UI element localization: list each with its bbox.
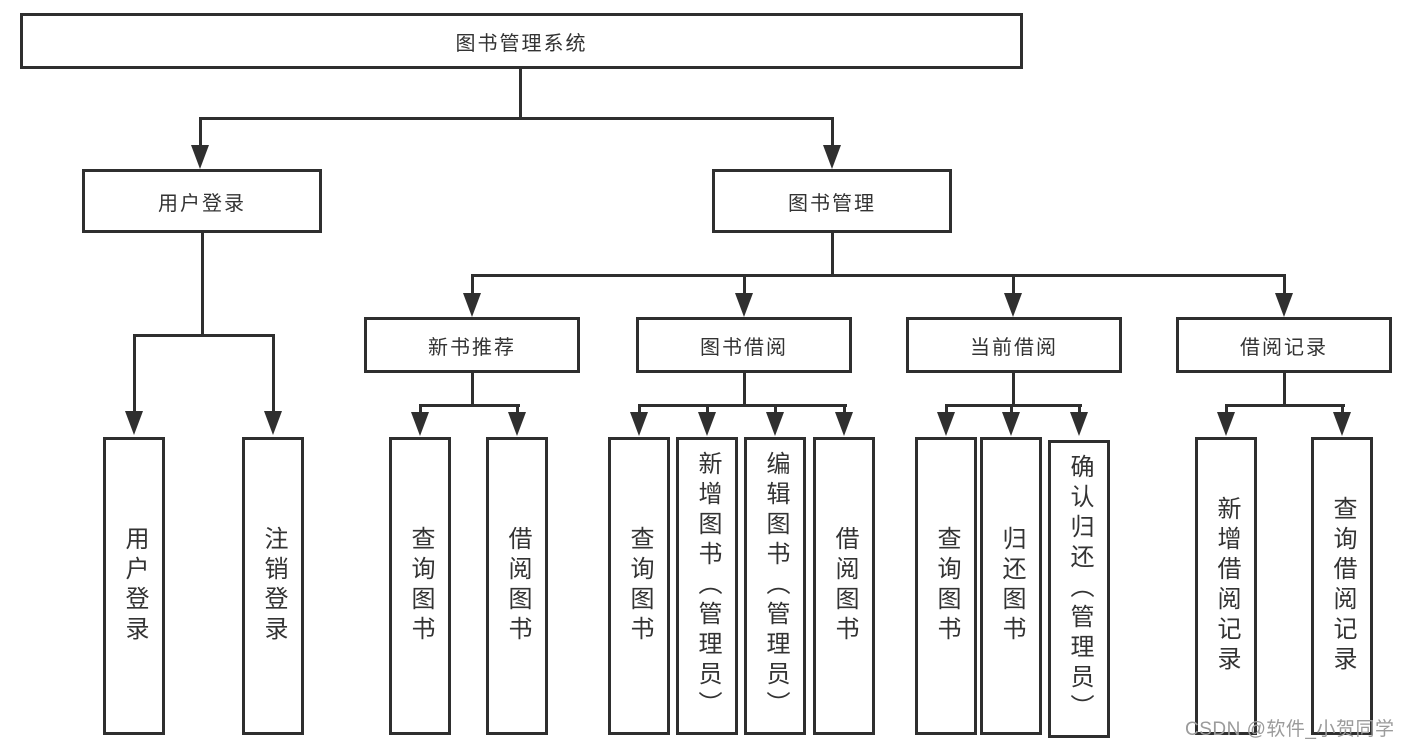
- node-library-system: 图书管理系统: [20, 13, 1023, 69]
- arrowhead-down-icon: [191, 145, 209, 169]
- connector-drop: [1010, 404, 1013, 415]
- arrowhead-down-icon: [1002, 412, 1020, 436]
- connector-drop: [1078, 404, 1081, 415]
- connector-user-login-bus: [133, 334, 275, 337]
- connector-drop: [774, 404, 777, 415]
- connector-current-borrow-bus: [945, 404, 1082, 407]
- node-current-borrow: 当前借阅: [906, 317, 1122, 373]
- leaf-bb-add-books-admin: 新增图书（管理员）: [676, 437, 738, 735]
- connector-new-books-stub: [471, 373, 474, 406]
- watermark: CSDN @软件_小贺同学: [1185, 719, 1395, 740]
- connector-drop: [419, 404, 422, 415]
- node-new-books: 新书推荐: [364, 317, 580, 373]
- arrowhead-down-icon: [823, 145, 841, 169]
- connector-drop: [1225, 404, 1228, 415]
- connector-drop-user-login: [199, 117, 202, 147]
- arrowhead-down-icon: [835, 412, 853, 436]
- connector-drop-book-borrow: [743, 274, 746, 296]
- arrowhead-down-icon: [1217, 412, 1235, 436]
- connector-drop-new-books: [471, 274, 474, 296]
- arrowhead-down-icon: [735, 293, 753, 317]
- connector-drop-leaf-logout: [272, 334, 275, 412]
- leaf-br-add-record: 新增借阅记录: [1195, 437, 1257, 735]
- leaf-cb-confirm-return-admin: 确认归还（管理员）: [1048, 440, 1110, 738]
- connector-root-stub: [519, 69, 522, 118]
- leaf-bb-query-books: 查询图书: [608, 437, 670, 735]
- connector-drop: [945, 404, 948, 415]
- arrowhead-down-icon: [1275, 293, 1293, 317]
- arrowhead-down-icon: [630, 412, 648, 436]
- leaf-user-login: 用户登录: [103, 437, 165, 735]
- leaf-cb-query-books: 查询图书: [915, 437, 977, 735]
- connector-new-books-bus: [419, 404, 520, 407]
- connector-book-mgmt-stub: [831, 233, 834, 277]
- leaf-nb-query-books: 查询图书: [389, 437, 451, 735]
- arrowhead-down-icon: [411, 412, 429, 436]
- connector-book-borrow-bus: [638, 404, 847, 407]
- connector-drop-book-mgmt: [831, 117, 834, 147]
- connector-drop: [1341, 404, 1344, 415]
- arrowhead-down-icon: [508, 412, 526, 436]
- connector-borrow-records-bus: [1225, 404, 1345, 407]
- leaf-logout: 注销登录: [242, 437, 304, 735]
- arrowhead-down-icon: [1070, 412, 1088, 436]
- leaf-br-query-record: 查询借阅记录: [1311, 437, 1373, 735]
- leaf-nb-borrow-books: 借阅图书: [486, 437, 548, 735]
- arrowhead-down-icon: [264, 411, 282, 435]
- connector-drop: [843, 404, 846, 415]
- connector-borrow-records-stub: [1283, 373, 1286, 406]
- node-book-mgmt: 图书管理: [712, 169, 952, 233]
- connector-drop-current-borrow: [1012, 274, 1015, 296]
- leaf-bb-edit-books-admin: 编辑图书（管理员）: [744, 437, 806, 735]
- node-borrow-records: 借阅记录: [1176, 317, 1392, 373]
- connector-drop-leaf-login: [133, 334, 136, 412]
- arrowhead-down-icon: [125, 411, 143, 435]
- arrowhead-down-icon: [766, 412, 784, 436]
- node-book-borrow: 图书借阅: [636, 317, 852, 373]
- connector-current-borrow-stub: [1012, 373, 1015, 406]
- leaf-cb-return-books: 归还图书: [980, 437, 1042, 735]
- arrowhead-down-icon: [463, 293, 481, 317]
- node-user-login: 用户登录: [82, 169, 322, 233]
- connector-book-mgmt-bus: [471, 274, 1286, 277]
- connector-drop-borrow-records: [1283, 274, 1286, 296]
- arrowhead-down-icon: [1004, 293, 1022, 317]
- arrowhead-down-icon: [698, 412, 716, 436]
- connector-root-bus: [200, 117, 833, 120]
- connector-drop: [638, 404, 641, 415]
- connector-drop: [516, 404, 519, 415]
- connector-user-login-stub: [201, 233, 204, 336]
- connector-drop: [706, 404, 709, 415]
- leaf-bb-borrow-books: 借阅图书: [813, 437, 875, 735]
- arrowhead-down-icon: [937, 412, 955, 436]
- arrowhead-down-icon: [1333, 412, 1351, 436]
- connector-book-borrow-stub: [743, 373, 746, 406]
